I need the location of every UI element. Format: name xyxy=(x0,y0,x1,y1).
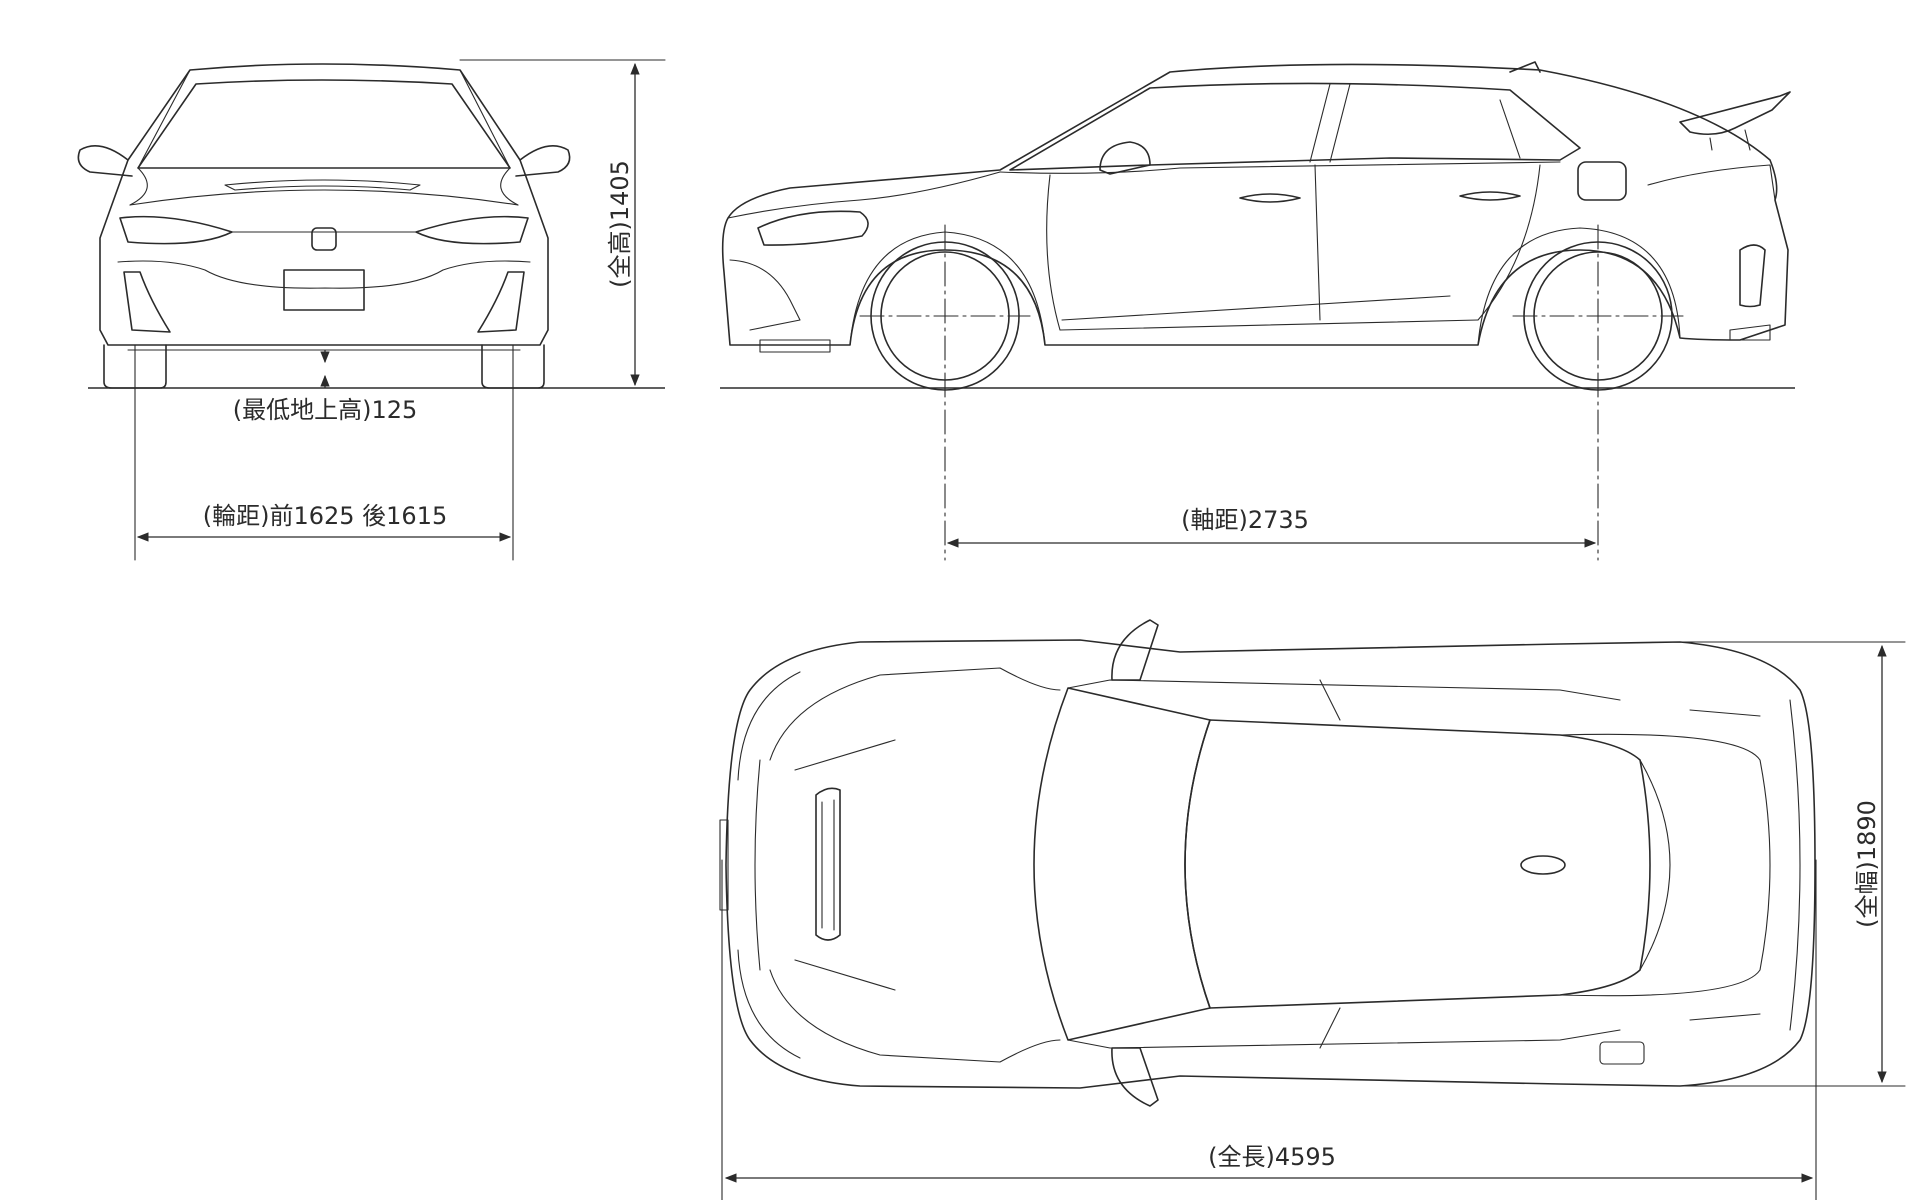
overall-width-label: (全幅)1890 xyxy=(1853,800,1881,928)
front-emblem xyxy=(311,227,337,251)
ground-clearance-label: (最低地上高)125 xyxy=(233,396,418,424)
side-window-line xyxy=(1009,82,1581,171)
wheelbase-label: (軸距)2735 xyxy=(1181,506,1309,534)
front-license-plate xyxy=(283,269,365,311)
front-body-outline xyxy=(99,63,549,346)
overall-length-label: (全長)4595 xyxy=(1208,1143,1336,1171)
top-right-mirror xyxy=(1111,1047,1159,1107)
top-roof xyxy=(1184,719,1651,1009)
front-right-tire xyxy=(481,344,545,389)
top-hood-vent xyxy=(815,787,841,941)
tread-label: (輪距)前1625 後1615 xyxy=(203,502,448,530)
overall-height-label: (全高)1405 xyxy=(606,160,634,288)
front-left-mirror xyxy=(77,144,133,177)
top-body-outline xyxy=(725,639,1816,1089)
top-shark-fin-antenna xyxy=(1520,855,1566,875)
side-body-outline xyxy=(721,63,1789,346)
side-headlight xyxy=(757,210,869,246)
top-windshield xyxy=(1033,687,1211,1041)
side-view: (軸距)2735 xyxy=(720,61,1795,561)
front-view: (最低地上高)125 (輪距)前1625 後1615 (全高)1405 xyxy=(77,59,666,561)
front-windshield xyxy=(137,79,511,169)
top-view: (全幅)1890 (全長)4595 xyxy=(719,619,1906,1200)
front-right-mirror xyxy=(515,144,571,177)
top-left-mirror xyxy=(1111,619,1159,681)
front-left-headlight xyxy=(119,215,233,245)
side-mirror xyxy=(1099,141,1151,175)
front-right-headlight xyxy=(415,215,529,245)
side-rear-spoiler xyxy=(1679,91,1791,136)
front-left-tire xyxy=(103,344,167,389)
